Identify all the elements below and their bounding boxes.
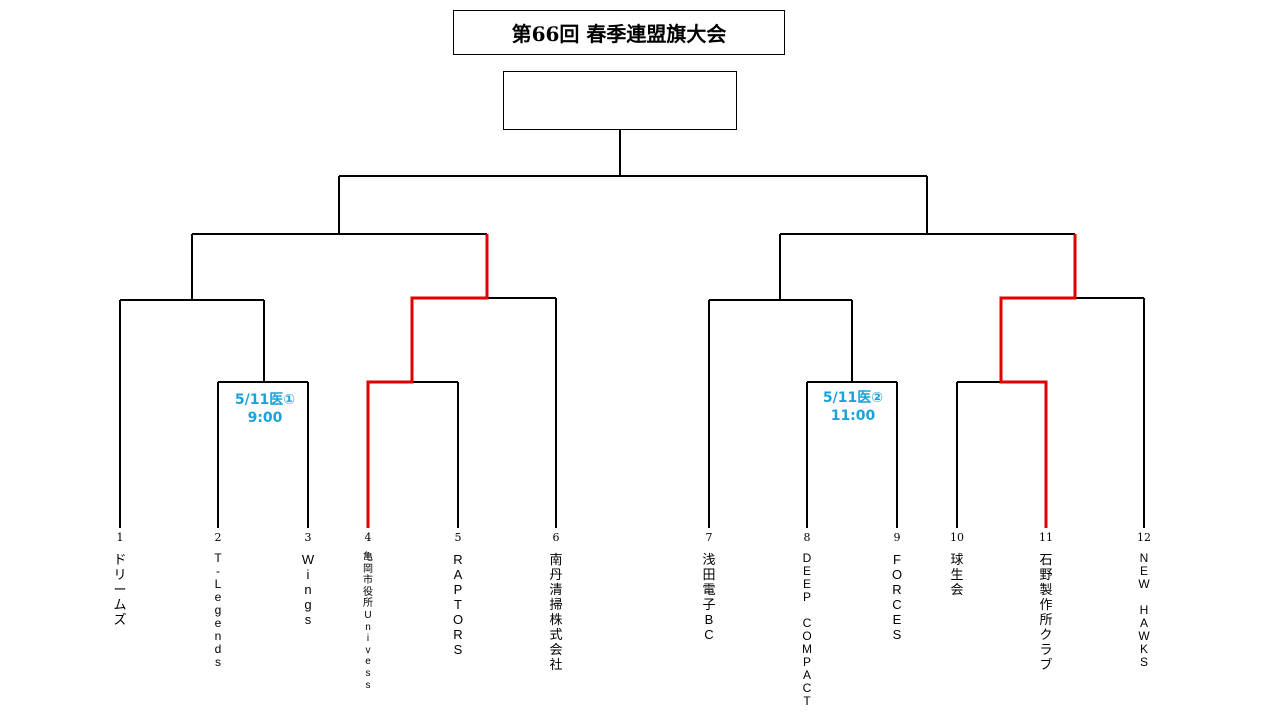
match-2-line <box>806 381 898 528</box>
winner-path-right <box>999 234 1077 528</box>
left-quarter-a <box>119 299 265 528</box>
team-name: 石野製作所クラブ <box>1039 552 1053 672</box>
match-date: 5/11医① <box>234 392 296 408</box>
final-connector <box>338 130 928 234</box>
team-seed: 3 <box>304 531 312 544</box>
match-4-5-line <box>412 381 459 528</box>
match-time: 9:00 <box>247 410 283 426</box>
match-info-1: 5/11医① 9:00 <box>215 391 315 427</box>
team-seed: 7 <box>705 531 713 544</box>
team-name: 球生会 <box>950 552 964 597</box>
winner-path-left <box>366 234 489 528</box>
match-time: 11:00 <box>830 408 876 424</box>
right-quarter-a <box>708 299 853 528</box>
match-date: 5/11医② <box>822 390 884 406</box>
team-seed: 12 <box>1137 531 1151 544</box>
champion-box <box>503 71 737 130</box>
team-name: ドリームズ <box>113 552 127 627</box>
team-seed: 6 <box>552 531 560 544</box>
team-name: 南丹清掃株式会社 <box>549 552 563 672</box>
team-seed: 5 <box>454 531 462 544</box>
team-seed: 1 <box>116 531 124 544</box>
team-seed: 9 <box>893 531 901 544</box>
team-seed: 11 <box>1039 531 1053 544</box>
match-1-line <box>217 381 309 528</box>
match-10-11-line <box>956 381 1001 528</box>
left-semifinal-line <box>191 233 487 300</box>
tournament-title: 第66回 春季連盟旗大会 <box>453 10 785 55</box>
right-quarter-b <box>1075 297 1145 528</box>
left-quarter-b <box>487 297 557 528</box>
right-semifinal-line <box>779 233 1075 300</box>
team-seed: 4 <box>364 531 372 544</box>
team-seed: 8 <box>803 531 811 544</box>
team-seed: 2 <box>214 531 222 544</box>
team-seed: 10 <box>950 531 964 544</box>
match-info-2: 5/11医② 11:00 <box>803 389 903 425</box>
